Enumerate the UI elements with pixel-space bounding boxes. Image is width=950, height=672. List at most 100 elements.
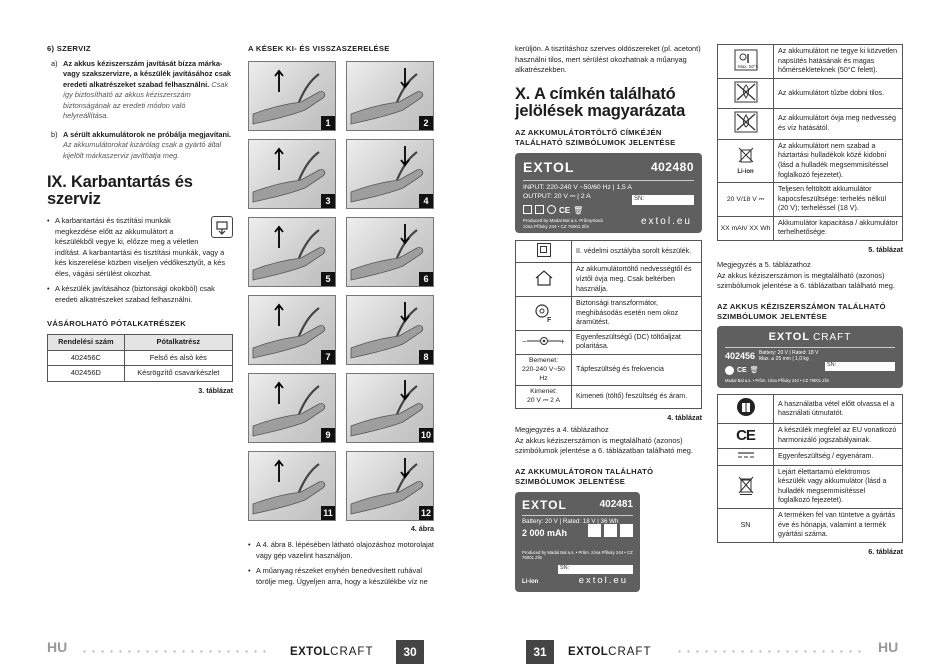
svg-text:+: +	[560, 337, 565, 346]
charger-label-model: 402480	[650, 160, 694, 175]
service-item-a-label: a)	[51, 58, 58, 68]
tool-label: EXTOL CRAFT 402456 Battery: 20 V | Rated…	[717, 326, 903, 389]
table-row: Lejárt élettartamú elektromos készülék v…	[717, 464, 903, 509]
page-number-right: 31	[526, 640, 554, 664]
table4-note: Megjegyzés a 4. táblázathoz Az akkus kéz…	[515, 425, 693, 456]
battery-label-model: 402481	[599, 499, 633, 510]
pruner-illustration	[350, 457, 424, 515]
charger-label-output-row: OUTPUT: 20 V ⎓ | 2 A	[523, 192, 694, 202]
table-row: F Biztonsági transzformátor, meghibásodá…	[515, 296, 702, 331]
symbol-cell: Li-ion	[717, 138, 774, 184]
table-row: Kimenet:20 V ⎓ 2 A Kimeneti (töltő) fesz…	[515, 385, 702, 410]
step-number: 6	[419, 271, 433, 286]
step-photo: 10	[346, 372, 434, 443]
step-photo: 6	[346, 216, 434, 287]
table-row: II. védelmi osztályba sorolt készülék.	[515, 239, 702, 264]
step-number: 5	[321, 271, 335, 286]
sun-icon	[588, 523, 601, 537]
symbol-cell: Max. 50°C	[717, 44, 774, 79]
symbol-cell: CE	[717, 422, 774, 450]
maintenance-text-2: A készülék javításához (biztonsági okokb…	[55, 284, 215, 304]
battery-label: EXTOL 402481 Battery: 20 V | Rated: 18 V…	[515, 491, 640, 592]
table-row: CE A készülék megfelel az EU vonatkozó h…	[717, 422, 903, 450]
step-number: 7	[321, 349, 335, 364]
symbol-cell: 20 V/18 V ⎓	[717, 182, 774, 217]
charger-label-output-a: 2 A	[580, 193, 591, 201]
table4-caption: 4. táblázat	[667, 413, 702, 423]
service-item-b-label: b)	[51, 129, 58, 139]
left-column: 6) SZERVIZ a) Az akkus kéziszerszám javí…	[47, 44, 234, 396]
table-row: Max. 50°C Az akkumulátort ne tegye ki kö…	[717, 44, 903, 79]
symbol-text: Az akkumulátort tűzbe dobni tilos.	[773, 77, 903, 110]
battery-symbols-title: AZ AKKUMULÁTORON TALÁLHATÓ SZIMBÓLUMOK J…	[515, 466, 654, 486]
maintenance-bullet-1: A karbantartási és tisztítási munkák meg…	[47, 216, 233, 279]
house-icon	[535, 205, 544, 215]
battery-symbols-table: Max. 50°C Az akkumulátort ne tegye ki kö…	[717, 44, 903, 241]
step-photo: 2	[346, 60, 434, 131]
voltage-value: 20 V/18 V ⎓	[726, 195, 765, 203]
battery-out-icon	[211, 216, 233, 239]
pruner-illustration	[350, 145, 424, 203]
maintenance-heading: IX. Karbantartás és szerviz	[47, 172, 193, 208]
step-number: 2	[419, 115, 433, 130]
step-number: 3	[321, 193, 335, 208]
pruner-illustration	[252, 459, 326, 515]
liion-bin-icon	[738, 147, 753, 163]
symbol-text: Lejárt élettartamú elektromos készülék v…	[773, 464, 903, 509]
far-right-column: Max. 50°C Az akkumulátort ne tegye ki kö…	[717, 44, 903, 557]
pruner-illustration	[350, 379, 424, 437]
tool-symbols-table: A használatba vétel előtt olvassa el a h…	[717, 394, 903, 543]
symbol-cell	[717, 464, 774, 509]
tool-label-model: 402456	[725, 350, 756, 361]
tool-symbols-title: AZ AKKUS KÉZISZERSZÁMON TALÁLHATÓ SZIMBÓ…	[717, 301, 886, 321]
step-photo: 11	[248, 450, 336, 521]
symbol-cell: −+	[515, 329, 572, 355]
bin-icon: 🗑	[749, 366, 759, 374]
svg-text:−: −	[522, 337, 527, 346]
charger-label-sn: SN:	[632, 194, 694, 205]
manual-icon	[725, 365, 734, 375]
step-number: 11	[321, 505, 335, 520]
clean-continuation: kerüljön. A tisztításhoz szerves oldósze…	[515, 44, 701, 75]
right-column: kerüljön. A tisztításhoz szerves oldósze…	[515, 44, 702, 592]
parts-caption: 3. táblázat	[198, 385, 233, 395]
pruner-illustration	[252, 381, 326, 437]
no-fire-icon	[604, 523, 617, 537]
footer-dots-left	[80, 650, 270, 653]
symbol-text: II. védelmi osztályba sorolt készülék.	[571, 239, 702, 264]
symbol-text: Kimeneti (töltő) feszültség és áram.	[571, 385, 702, 410]
service-item-a: a) Az akkus kéziszerszám javítását bízza…	[47, 59, 233, 122]
clean-text: A műanyag részeket enyhén benedvesített …	[256, 566, 428, 586]
battery-label-maker: Produced by Madal Bal a.s. • Prům. zóna …	[522, 550, 633, 561]
pruner-illustration	[350, 67, 424, 125]
charger-symbols-table: II. védelmi osztályba sorolt készülék. A…	[515, 239, 702, 410]
charger-label-input: INPUT: 220-240 V ~50/60 Hz | 1,5 A	[523, 183, 632, 191]
symbol-cell: Bemenet:220-240 V~50 Hz	[515, 353, 572, 387]
bin-icon: 🗑	[573, 206, 584, 216]
oil-bullet: A 4. ábra 8. lépésében látható olajozásh…	[248, 540, 434, 561]
parts-cell: Késrögzítő csavarkészlet	[123, 365, 234, 382]
step-number: 8	[419, 349, 433, 364]
sn-text: SN	[740, 520, 751, 529]
svg-text:F: F	[547, 317, 552, 323]
input-value: 220-240 V~50 Hz	[522, 365, 565, 382]
table-row: Az akkumulátortöltő nedvességtől és vízt…	[515, 262, 702, 298]
language-left: HU	[47, 639, 68, 656]
charger-label-icons: CE 🗑	[523, 205, 694, 216]
footer-brand-left: EXTOLCRAFT	[290, 644, 373, 660]
table-row: A használatba vétel előtt olvassa el a h…	[717, 394, 903, 424]
charger-label-brand: EXTOL	[523, 158, 575, 175]
parts-table: Rendelési szám Pótalkatrész 402456C Fels…	[47, 334, 234, 382]
table-row: Az akkumulátort tűzbe dobni tilos.	[717, 77, 903, 110]
maintenance-text-1: A karbantartási és tisztítási munkák meg…	[55, 216, 226, 278]
service-item-b-bold: A sérült akkumulátorok ne próbálja megja…	[63, 129, 232, 139]
step-photo: 8	[346, 294, 434, 365]
pruner-illustration	[252, 69, 326, 125]
battery-label-sn: SN:	[558, 564, 633, 574]
symbol-cell: SN	[717, 507, 774, 543]
table-row: SN A terméken fel van tüntetve a gyártás…	[717, 507, 903, 543]
blades-title: A KÉSEK KI- ÉS VISSZASZERELÉSE	[248, 44, 390, 53]
svg-text:Max. 50°C: Max. 50°C	[738, 64, 758, 69]
footer-brand-b: CRAFT	[330, 645, 374, 658]
